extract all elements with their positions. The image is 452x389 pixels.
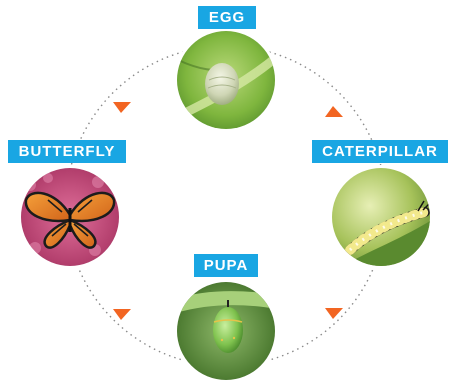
arrow-caterpillar-to-pupa — [325, 308, 343, 319]
arrow-pupa-to-butterfly — [113, 309, 131, 320]
arrow-egg-to-caterpillar — [325, 106, 343, 117]
pupa-photo — [170, 275, 282, 387]
egg-photo — [170, 25, 285, 137]
arrow-butterfly-to-egg — [113, 102, 131, 113]
caterpillar-photo — [325, 161, 440, 275]
caterpillar-label: CATERPILLAR — [312, 140, 448, 163]
egg-label: EGG — [198, 6, 256, 29]
pupa-label: PUPA — [194, 254, 258, 277]
butterfly-photo — [14, 161, 126, 273]
butterfly-label: BUTTERFLY — [8, 140, 126, 163]
